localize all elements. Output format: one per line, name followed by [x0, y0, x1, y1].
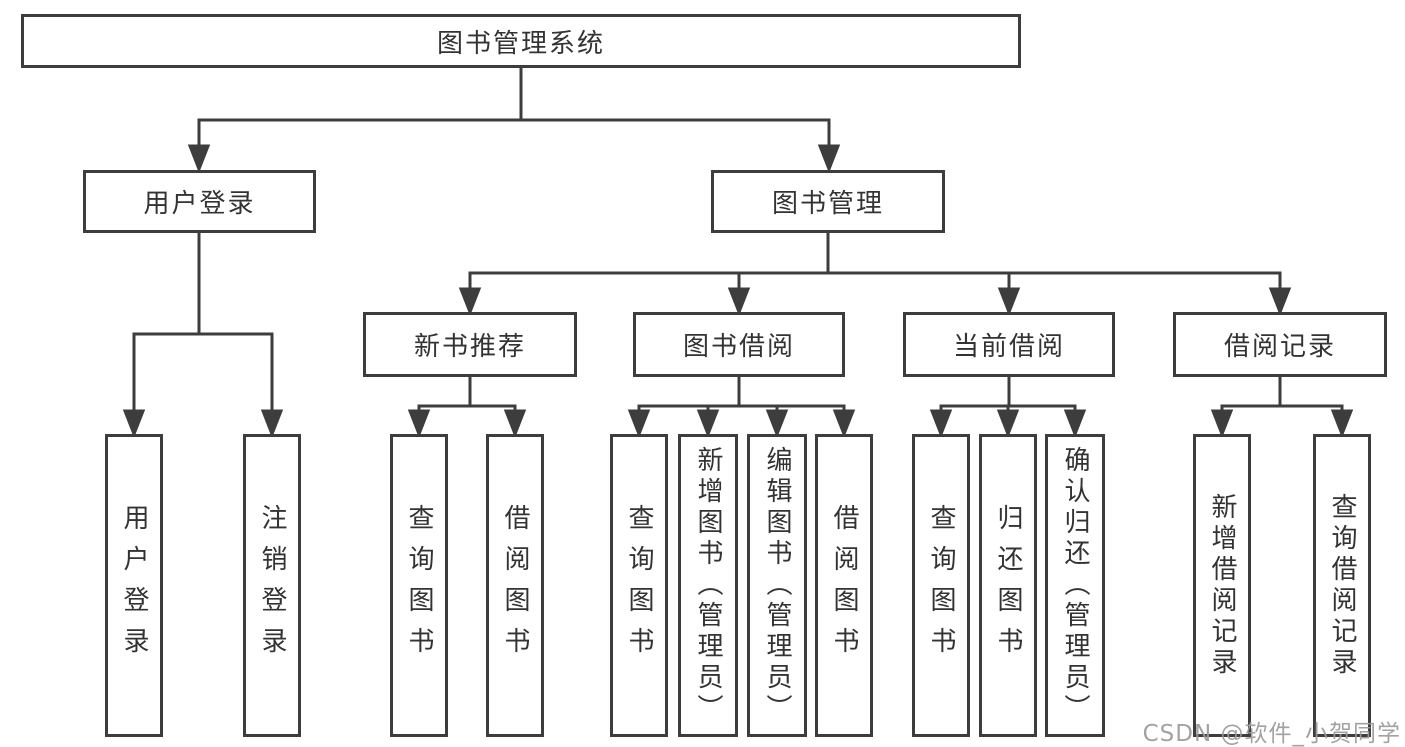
leaf-query-books-current: 查询图书 [912, 434, 970, 737]
leaf-return-books: 归还图书 [979, 434, 1037, 737]
node-new-book-recommendation: 新书推荐 [363, 312, 577, 377]
leaf-label: 查询图书 [926, 503, 956, 668]
leaf-borrow-books-rec: 借阅图书 [486, 434, 544, 737]
leaf-add-borrow-record: 新增借阅记录 [1193, 434, 1251, 737]
leaf-label: 确认归还（管理员） [1060, 446, 1090, 725]
leaf-confirm-return-admin: 确认归还（管理员） [1045, 434, 1105, 737]
leaf-user-login: 用户登录 [105, 434, 163, 737]
node-label: 图书管理系统 [436, 28, 605, 59]
leaf-label: 用户登录 [119, 503, 149, 668]
leaf-query-borrow-record: 查询借阅记录 [1313, 434, 1371, 737]
leaf-query-books-rec: 查询图书 [390, 434, 448, 737]
node-book-borrowing: 图书借阅 [633, 312, 845, 377]
leaf-label: 新增图书（管理员） [693, 446, 723, 725]
leaf-add-books-admin: 新增图书（管理员） [678, 434, 738, 737]
node-label: 图书管理 [771, 189, 884, 219]
node-book-management: 图书管理 [711, 170, 945, 233]
node-borrowing-records: 借阅记录 [1173, 312, 1387, 377]
node-current-borrowing: 当前借阅 [903, 312, 1115, 377]
leaf-label: 借阅图书 [500, 503, 530, 668]
csdn-watermark: CSDN @软件_小贺同学 [1142, 721, 1401, 747]
leaf-label: 查询借阅记录 [1327, 492, 1357, 679]
leaf-label: 借阅图书 [829, 503, 859, 668]
leaf-borrow-books: 借阅图书 [815, 434, 873, 737]
leaf-label: 新增借阅记录 [1207, 492, 1237, 679]
node-library-management-system: 图书管理系统 [21, 14, 1021, 68]
leaf-query-books-borrow: 查询图书 [610, 434, 668, 737]
leaf-edit-books-admin: 编辑图书（管理员） [747, 434, 807, 737]
node-label: 新书推荐 [413, 332, 526, 362]
leaf-label: 注销登录 [257, 503, 287, 668]
leaf-label: 查询图书 [624, 503, 654, 668]
leaf-label: 归还图书 [993, 503, 1023, 668]
leaf-label: 编辑图书（管理员） [762, 446, 792, 725]
node-label: 当前借阅 [952, 332, 1065, 362]
leaf-label: 查询图书 [404, 503, 434, 668]
node-label: 用户登录 [143, 189, 256, 219]
node-label: 图书借阅 [682, 332, 795, 362]
node-label: 借阅记录 [1223, 332, 1336, 362]
node-user-login: 用户登录 [83, 170, 316, 233]
leaf-logout: 注销登录 [243, 434, 301, 737]
